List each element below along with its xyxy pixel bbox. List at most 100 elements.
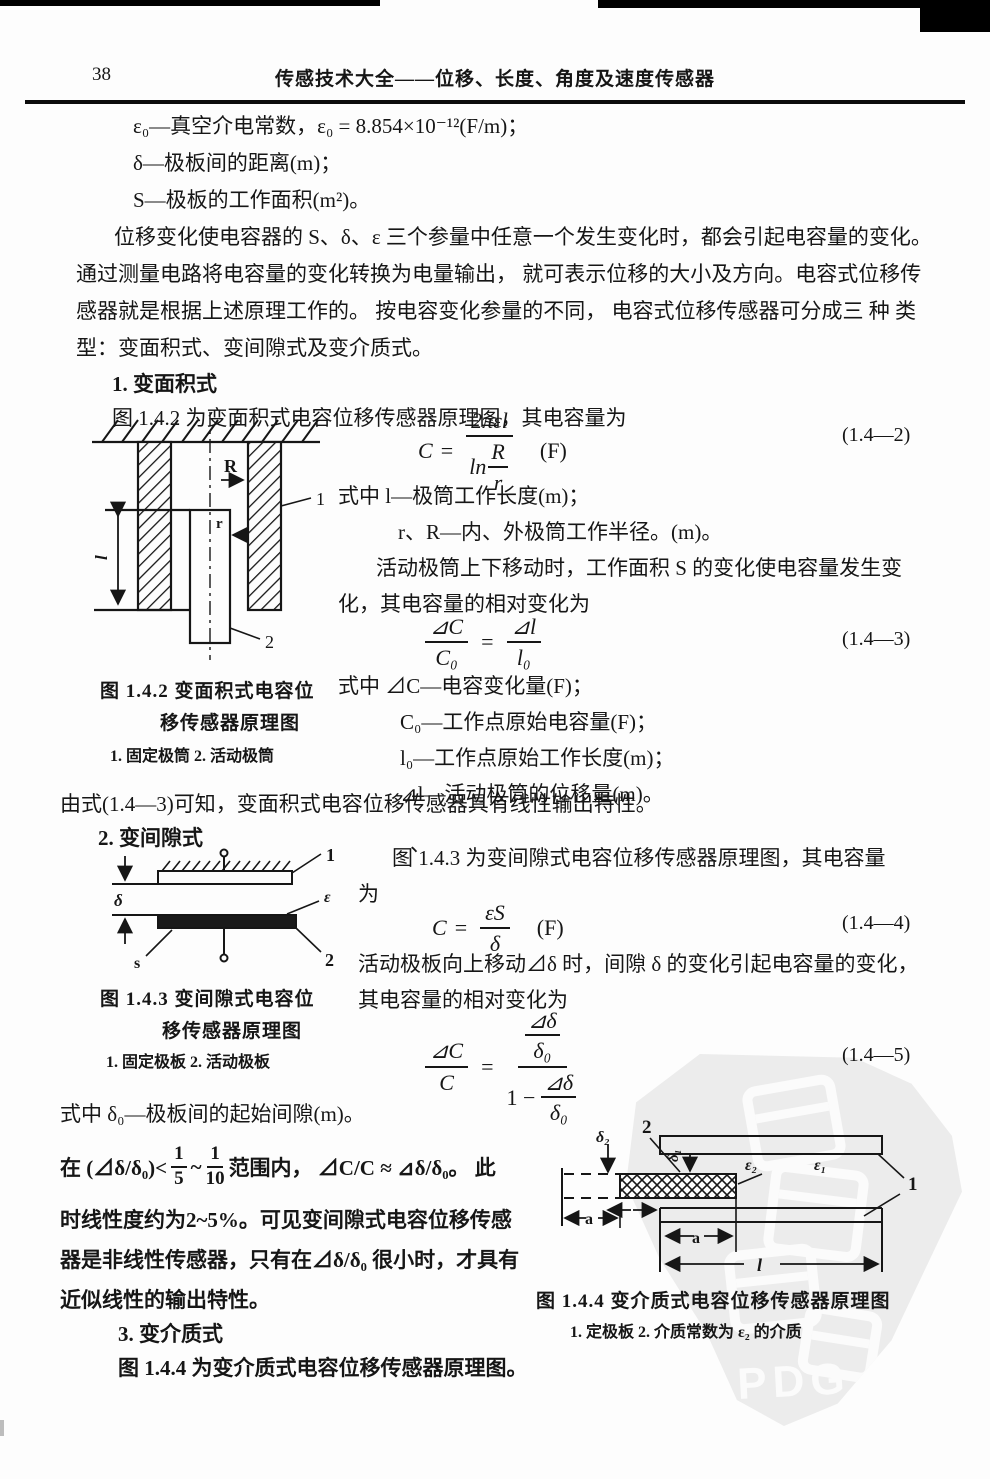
eq5-bottom-fraction: ⊿δ δ₀ bbox=[541, 1070, 577, 1126]
eq3-left-num: ⊿C bbox=[425, 614, 469, 644]
section3-heading: 3. 变介质式 bbox=[118, 1322, 223, 1346]
eq5-number: (1.4—5) bbox=[842, 1044, 911, 1066]
eq3-where-line: ⊿l—活动极筒的位移量(m)。 bbox=[400, 782, 664, 806]
eq2-fraction: 2πεl ln R r bbox=[466, 408, 513, 495]
scan-edge-artifact bbox=[0, 0, 380, 6]
watermark-pdg-text: PDG bbox=[736, 1354, 852, 1410]
eq4-number: (1.4—4) bbox=[842, 912, 911, 934]
section2-heading: 2. 变间隙式 bbox=[98, 826, 203, 850]
equation-1-4-4: C = εS δ (F) bbox=[432, 900, 564, 957]
eq5-big-fraction: ⊿δ δ₀ 1 − ⊿δ δ₀ bbox=[507, 1008, 579, 1125]
eq5-where-line: 式中 δ₀—极板间的起始间隙(m)。 bbox=[60, 1102, 365, 1126]
fig3-caption-line1: 图 1.4.3 变间隙式电容位 bbox=[100, 989, 315, 1010]
eq5-bottom-den: δ₀ bbox=[549, 1099, 568, 1125]
eq2-inner-den: r bbox=[493, 469, 503, 495]
fig3-label-s: s bbox=[134, 955, 140, 972]
eq2-inner-fraction: R r bbox=[488, 439, 508, 495]
fig2-caption-line1: 图 1.4.2 变面积式电容位 bbox=[100, 681, 315, 702]
eq2-inner-num: R bbox=[488, 439, 508, 468]
scan-edge-artifact bbox=[598, 0, 990, 8]
paragraph-line: 型：变面积式、变间隙式及变介质式。 bbox=[76, 336, 433, 360]
eq5-top-fraction: ⊿δ δ₀ bbox=[524, 1008, 560, 1064]
fig4-label-delta2: δ₂ bbox=[596, 1129, 610, 1146]
fig3-legend: 1. 固定极板 2. 活动极板 bbox=[106, 1054, 271, 1071]
eq3-right-den: l₀ bbox=[516, 645, 531, 671]
paragraph-line: 在 (⊿δ/δ₀)< 1 5 ~ 1 10 范围内， ⊿C/C ≈ ⊿δ/δ₀。… bbox=[60, 1136, 496, 1198]
frac-num: 1 bbox=[207, 1143, 223, 1168]
fig3-label-2: 2 bbox=[325, 950, 334, 970]
page-number: 38 bbox=[92, 64, 111, 85]
eq4-fraction: εS δ bbox=[480, 900, 510, 957]
paragraph-line: 位移变化使电容器的 S、δ、ε 三个参量中任意一个发生变化时，都会引起电容量的变… bbox=[114, 225, 932, 249]
eq2-unit: (F) bbox=[539, 438, 567, 464]
eq3-right-fraction: ⊿l l₀ bbox=[506, 614, 542, 671]
para2-seg2: ~ bbox=[190, 1154, 202, 1179]
fig4-legend: 1. 定极板 2. 介质常数为 ε₂ 的介质 bbox=[570, 1324, 802, 1341]
scan-edge-artifact bbox=[0, 1420, 4, 1436]
figure-1-4-4-diagram: δ₂ δ₁ ε₂ ε₁ a a l 1 2 bbox=[561, 1117, 918, 1275]
paragraph-line: 时线性度约为2~5%。可见变间隙式电容位移传感 bbox=[60, 1208, 512, 1232]
section1-intro: 图 1.4.2 为变面积式电容位移传感器原理图，其电容量为 bbox=[112, 406, 627, 430]
eq4-equals: = bbox=[454, 915, 468, 941]
running-title: 传感技术大全——位移、长度、角度及速度传感器 bbox=[274, 69, 715, 90]
eq2-number: (1.4—2) bbox=[842, 424, 911, 446]
paragraph-line: 器是非线性传感器，只有在⊿δ/δ₀ 很小时，才具有 bbox=[60, 1248, 520, 1272]
equation-1-4-5: ⊿C C = ⊿δ δ₀ 1 − ⊿δ δ₀ bbox=[420, 1008, 583, 1125]
section1-note: 由式(1.4—3)可知，变面积式电容位移传感器具有线性输出特性。 bbox=[60, 792, 657, 816]
eq4-numerator: εS bbox=[480, 900, 510, 930]
fig2-label-l: l bbox=[92, 555, 111, 560]
fig3-label-delta: δ bbox=[114, 891, 123, 910]
fig2-label-2: 2 bbox=[265, 632, 274, 652]
eq5-top-num: ⊿δ bbox=[524, 1008, 560, 1037]
fig3-drawing bbox=[112, 848, 322, 963]
fig4-drawing bbox=[561, 1135, 905, 1273]
fig2-label-r: r bbox=[216, 516, 223, 532]
para2-seg3: 范围内， ⊿C/C ≈ ⊿δ/δ₀。 此 bbox=[228, 1156, 496, 1180]
section2-intro-line: 为 bbox=[358, 882, 379, 906]
paragraph-line: 近似线性的输出特性。 bbox=[60, 1288, 270, 1312]
fig2-legend: 1. 固定极筒 2. 活动极筒 bbox=[110, 748, 275, 765]
fig4-label-a-inner: a bbox=[692, 1230, 700, 1247]
equation-1-4-3: ⊿C C₀ = ⊿l l₀ bbox=[420, 614, 546, 671]
eq5-bottom-prefix: 1 − bbox=[506, 1084, 536, 1110]
eq2-where-line: r、R—内、外极筒工作半径。(m)。 bbox=[398, 520, 723, 544]
fig4-label-1: 1 bbox=[908, 1174, 918, 1195]
section1-heading: 1. 变面积式 bbox=[112, 372, 217, 396]
scan-edge-artifact bbox=[920, 0, 990, 32]
fig4-label-delta1: δ₁ bbox=[666, 1149, 682, 1162]
equation-1-4-2: C = 2πεl ln R r (F) bbox=[418, 408, 567, 495]
section1-body-line: 活动极筒上下移动时，工作面积 S 的变化使电容量发生变 bbox=[376, 556, 903, 580]
section3-intro: 图 1.4.4 为变介质式电容位移传感器原理图。 bbox=[118, 1356, 528, 1380]
para2-seg1: 在 (⊿δ/δ₀)< bbox=[60, 1156, 168, 1180]
eq5-left-den: C bbox=[439, 1069, 454, 1095]
fig2-label-1: 1 bbox=[316, 489, 325, 509]
fig3-caption-line2: 移传感器原理图 bbox=[162, 1021, 303, 1042]
eq3-right-num: ⊿l bbox=[506, 614, 542, 644]
para2-fraction-1-5: 1 5 bbox=[171, 1143, 187, 1190]
frac-den: 10 bbox=[205, 1168, 225, 1189]
fig2-label-R: R bbox=[224, 456, 238, 476]
eq2-numerator: 2πεl bbox=[466, 408, 513, 438]
fig4-label-a-left: a bbox=[585, 1211, 593, 1228]
fig4-caption: 图 1.4.4 变介质式电容位移传感器原理图 bbox=[536, 1291, 891, 1312]
frac-num: 1 bbox=[171, 1143, 187, 1168]
header-rule bbox=[25, 100, 965, 104]
section2-body-line: 其电容量的相对变化为 bbox=[358, 988, 568, 1012]
definition-epsilon0: ε₀—真空介电常数，ε₀ = 8.854×10⁻¹²(F/m)； bbox=[133, 114, 529, 138]
paragraph-line: 感器就是根据上述原理工作的。 按电容变化参量的不同， 电容式位移传感器可分成三 … bbox=[76, 299, 916, 323]
eq2-where-line: 式中 l—极筒工作长度(m)； bbox=[338, 484, 590, 508]
definition-s: S—极板的工作面积(m²)。 bbox=[133, 188, 371, 212]
fig2-drawing bbox=[92, 412, 320, 660]
eq3-left-den: C₀ bbox=[435, 645, 458, 671]
eq3-where-line: C₀—工作点原始电容量(F)； bbox=[400, 710, 657, 734]
eq3-where-line: l₀—工作点原始工作长度(m)； bbox=[400, 746, 675, 770]
eq4-denominator: δ bbox=[489, 931, 501, 957]
fig2-caption-line2: 移传感器原理图 bbox=[160, 713, 301, 734]
figure-1-4-2-diagram: R r l 1 2 bbox=[92, 412, 325, 660]
eq5-bottom-num: ⊿δ bbox=[541, 1070, 577, 1098]
definition-delta: δ—极板间的距离(m)； bbox=[133, 151, 342, 175]
eq4-unit: (F) bbox=[536, 915, 564, 941]
eq3-equals: = bbox=[481, 629, 494, 655]
paragraph-line: 通过测量电路将电容量的变化转换为电量输出， 就可表示位移的大小及方向。电容式位移… bbox=[76, 262, 922, 286]
